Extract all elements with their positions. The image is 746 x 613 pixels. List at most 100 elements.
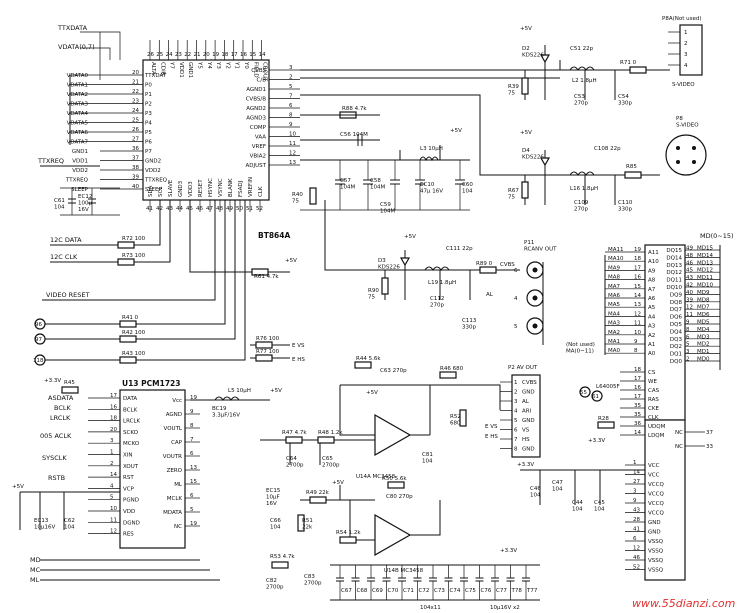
p8a-label: P8A(Not used) (662, 16, 701, 22)
bt864a-left-pin-num: 37 (132, 156, 139, 162)
bt864a-left-net: VDATA7 (67, 140, 89, 146)
mem-addr-net: MA8 (608, 275, 621, 281)
bt864a-left-net: VDATA6 (67, 130, 89, 136)
bt864a-bottom-pin-name: SLAVE (168, 179, 174, 197)
bottom-cap-label: T77 (526, 588, 538, 594)
bottom-cap-label: C72 (419, 588, 430, 594)
u13-left-pin-name: RES (123, 532, 134, 538)
l2-inductor (569, 66, 595, 71)
bt864a-top-pin-name: Y3 (215, 61, 221, 69)
bt864a-top-pin-num: 25 (156, 52, 163, 58)
u13-left-pin-num: 4 (110, 483, 114, 489)
mem-data-net: MD8 (697, 297, 710, 303)
mem-power-name: VCCQ (648, 511, 664, 517)
p2-pin-name: CVBS (522, 380, 537, 386)
mem-data-net: MD1 (697, 349, 709, 355)
mem-addr-pin: 11 (634, 321, 641, 327)
mem-addr-net: MA2 (608, 330, 620, 336)
p2-vs: E VS (485, 424, 498, 430)
bt864a-bottom-pin-name: GND3 (178, 180, 184, 197)
l5-label: L5 10μH (228, 388, 251, 394)
u13-right-pin-name: MDATA (163, 510, 182, 516)
mem-data-pin: 43 (686, 275, 693, 281)
i2c-wires (50, 200, 171, 263)
r49-resistor (309, 496, 327, 504)
bt864a-left-pin-num: 20 (132, 70, 139, 76)
bt864a-left-pin-num: 27 (132, 137, 139, 143)
r73-label: R73 100 (122, 253, 146, 259)
bt864a-left-net: VDD1 (72, 159, 88, 165)
mem-data-pin: 49 (686, 246, 693, 252)
mem-data-pin: 40 (686, 290, 693, 296)
l5-inductor (214, 396, 240, 401)
bt864a-top-pin-num: 22 (184, 52, 191, 58)
bt864a-bottom-pin-name: BLANK (228, 178, 234, 197)
bt864a-top-pin-num: 21 (194, 52, 201, 58)
bt864a-left-pin-num: 24 (132, 108, 139, 114)
u13-left-pin-name: MCKO (123, 441, 140, 447)
bt864a-left-pin-name: P7 (145, 149, 152, 155)
bt864a-left-pin-name: VDD2 (145, 168, 161, 174)
p8a-pin-num: 2 (684, 41, 688, 47)
net-video-reset: VIDEO RESET (46, 291, 90, 299)
bt864a-left-net: VDD2 (72, 168, 88, 174)
mem-data-name: DQ8 (670, 300, 683, 306)
mem-data-pin: 45 (686, 268, 693, 274)
bt864a-top-pin-num: 17 (231, 52, 238, 58)
bottom-cap-label: C73 (434, 588, 445, 594)
video-reset-wire (42, 200, 216, 301)
u13-right-pin-num: 19 (190, 521, 197, 527)
bt864a-right-pin-name: C/B (257, 78, 267, 84)
bt864a-bottom-pin-num: 51 (246, 206, 253, 212)
u14b-opamp (374, 513, 412, 557)
bt864a-right-pin-num: 13 (289, 160, 296, 166)
p11-pin-6: 6 (514, 268, 518, 274)
bt864a-left-net: VDATA3 (67, 102, 89, 108)
net-ttxreq: TTXREQ (37, 157, 64, 165)
bt864a-right-pin-num: 10 (289, 132, 296, 138)
mem-data-net: MD4 (697, 327, 710, 333)
memory-chip-body (644, 244, 686, 421)
bt864a-right-pin-name: VBIA2 (250, 154, 266, 160)
bt864a-top-pin-name: ALTA (150, 62, 156, 75)
u13-left-pin-name: LRCLK (123, 419, 141, 425)
mem-addr-pin: 14 (634, 293, 641, 299)
memory-chip-body-2 (644, 419, 686, 581)
bottom-cap-label: C74 (450, 588, 461, 594)
mem-data-name: DQ15 (666, 248, 682, 254)
mem-ctrl-pin: 17 (634, 394, 641, 400)
bt864a-top-pin-num: 19 (212, 52, 219, 58)
bt864a-left-pin-num: 21 (132, 80, 139, 86)
p8a-pin-num: 1 (684, 30, 688, 36)
net-vs: E VS (292, 343, 305, 349)
bt864a-left-pin-num: 23 (132, 99, 139, 105)
p11-al: AL (486, 292, 494, 298)
mem-data-net: MD13 (697, 260, 713, 266)
u13-right-pin-num: 13 (190, 465, 197, 471)
mem-power-pin: 46 (633, 555, 640, 561)
net-i2c-data: 12C DATA (50, 236, 82, 244)
mem-supply-2: +3.3V (588, 438, 605, 444)
net-lrclk: LRCLK (50, 414, 71, 422)
u13-left-pin-name: BCLK (123, 407, 138, 413)
mem-power-pin: 43 (633, 508, 640, 514)
mem-data-net: MD15 (697, 246, 713, 252)
bt864a-bottom-pin-num: 41 (146, 206, 153, 212)
u13-left-pin-name: XIN (123, 453, 133, 459)
mem-addr-name: A8 (648, 278, 656, 284)
p2-pin-num: 2 (514, 390, 518, 396)
mem-addr-name: A7 (648, 287, 656, 293)
bt864a-bottom-pin-name: VREFIN (248, 177, 254, 197)
bt864a-right-pin-name: CVBS/B (246, 97, 267, 103)
r46-resistor (439, 371, 457, 379)
mem-data-name: DQ2 (670, 344, 682, 350)
u13-left-pin-name: XOUT (123, 464, 139, 470)
u13-left-pin-num: 17 (110, 393, 117, 399)
